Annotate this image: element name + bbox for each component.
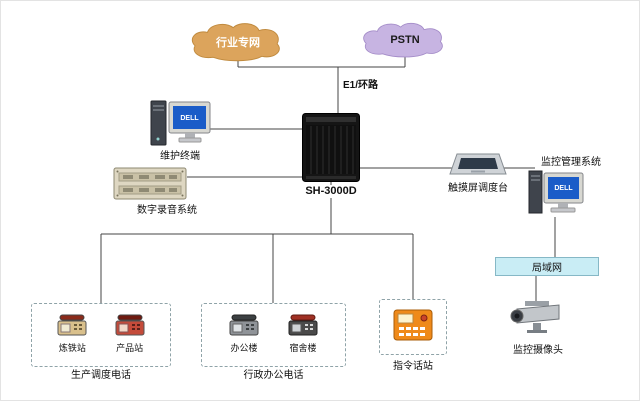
command-station-icon xyxy=(393,309,433,341)
console-label: 触摸屏调度台 xyxy=(448,183,508,194)
phone-label: 炼铁站 xyxy=(58,343,86,353)
e1-link-label: E1/环路 xyxy=(343,80,379,91)
maintenance-terminal: DELL xyxy=(149,97,211,154)
camera-label: 监控摄像头 xyxy=(513,345,563,356)
production-phones-group: 炼铁站 产品站 xyxy=(31,303,171,367)
phone-item-product: 产品站 xyxy=(113,312,147,354)
maintenance-terminal-icon: DELL xyxy=(150,100,211,146)
industry-cloud-label: 行业专网 xyxy=(216,37,260,49)
pstn-cloud-icon xyxy=(363,22,443,58)
admin-caption: 行政办公电话 xyxy=(243,370,304,381)
pbx-cabinet xyxy=(302,113,360,187)
phone-item-ironworks: 炼铁站 xyxy=(55,312,89,354)
pstn-cloud: PSTN xyxy=(358,21,452,59)
pbx-cabinet-icon xyxy=(302,113,360,182)
industry-cloud: 行业专网 xyxy=(184,21,292,63)
telephone-icon xyxy=(57,314,87,336)
command-caption: 指令话站 xyxy=(393,361,433,372)
pstn-cloud-label: PSTN xyxy=(390,34,420,46)
lan-box: 局域网 xyxy=(495,257,599,276)
touch-console xyxy=(447,149,509,184)
recorder-rack-icon xyxy=(113,167,187,200)
cctv-camera xyxy=(505,301,567,340)
recorder-label: 数字录音系统 xyxy=(137,205,197,216)
lan-label: 局域网 xyxy=(532,263,562,274)
phone-label: 办公楼 xyxy=(230,343,258,353)
monitor-computer: DELL xyxy=(527,169,585,224)
monitor-screen-text: DELL xyxy=(554,185,573,192)
monitor-computer-icon: DELL xyxy=(528,170,584,214)
touch-console-icon xyxy=(449,153,507,175)
pbx-label: SH-3000D xyxy=(296,185,366,199)
phone-item-dormitory: 宿舍楼 xyxy=(286,312,320,354)
maintenance-label: 维护终端 xyxy=(160,151,200,162)
telephone-icon xyxy=(115,314,145,336)
maintenance-screen-text: DELL xyxy=(180,115,199,122)
telephone-icon xyxy=(288,314,318,336)
telephone-icon xyxy=(229,314,259,336)
monitor-system-label: 监控管理系统 xyxy=(541,157,601,168)
command-station-item xyxy=(393,308,433,342)
phone-label: 产品站 xyxy=(116,343,144,353)
production-caption: 生产调度电话 xyxy=(71,370,131,381)
phone-label: 宿舍楼 xyxy=(289,343,317,353)
command-station-group xyxy=(379,299,447,355)
cctv-camera-icon xyxy=(510,301,560,333)
recorder-rack xyxy=(113,167,187,206)
industry-cloud-icon xyxy=(191,23,280,62)
phone-item-office: 办公楼 xyxy=(227,312,261,354)
admin-phones-group: 办公楼 宿舍楼 xyxy=(201,303,346,367)
